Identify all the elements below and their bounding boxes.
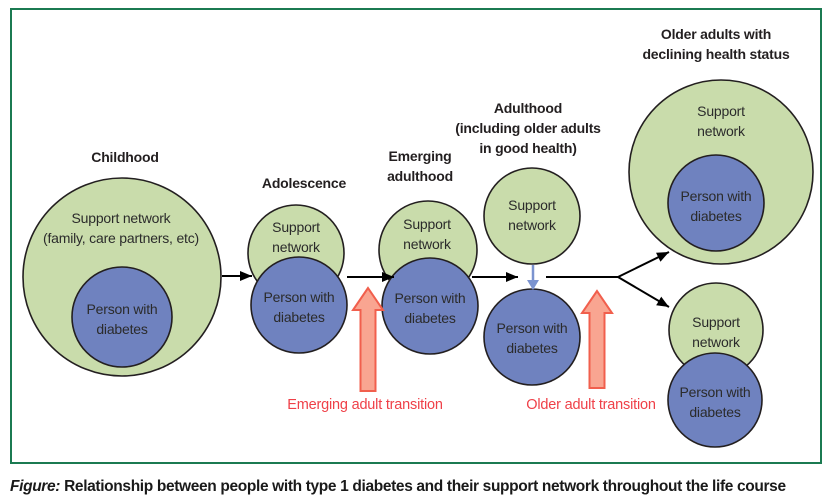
- stage-title-line: Emerging: [388, 148, 452, 164]
- caption-text: Relationship between people with type 1 …: [64, 478, 786, 495]
- support-label-line: network: [697, 123, 745, 139]
- person-label-line: diabetes: [96, 321, 148, 337]
- person-label-line: Person with: [86, 301, 158, 317]
- stage-title-adolescence: Adolescence: [262, 173, 346, 193]
- support-label-line: Support: [508, 197, 556, 213]
- adolescence-person-label: Person with diabetes: [264, 287, 335, 327]
- person-label-line: diabetes: [506, 340, 558, 356]
- figure-frame: [10, 8, 822, 464]
- adolescence-person-circle: [250, 256, 348, 354]
- older-adult-transition-label: Older adult transition: [526, 397, 656, 413]
- support-label-line: network: [403, 236, 451, 252]
- person-label-line: Person with: [394, 290, 466, 306]
- support-label-line: Support network: [71, 210, 171, 226]
- support-label-line: Support: [692, 314, 740, 330]
- person-label-line: diabetes: [273, 309, 325, 325]
- stage-title-adulthood: Adulthood (including older adults in goo…: [455, 98, 601, 158]
- support-label-line: Support: [697, 103, 745, 119]
- person-label-line: diabetes: [689, 404, 741, 420]
- person-label-line: diabetes: [404, 310, 456, 326]
- adulthood-support-label: Support network: [508, 195, 556, 235]
- caption-prefix: Figure:: [10, 478, 61, 495]
- stage-title-line: Older adults with: [660, 26, 772, 42]
- older-adults-b-person-circle: [667, 352, 763, 448]
- support-label-line: network: [692, 334, 740, 350]
- support-label-line: network: [508, 217, 556, 233]
- older-adults-b-support-label: Support network: [692, 312, 740, 352]
- stage-title-line: adulthood: [387, 168, 453, 184]
- support-label-line: Support: [403, 216, 451, 232]
- stage-title-line: declining health status: [642, 46, 790, 62]
- adulthood-person-label: Person with diabetes: [497, 318, 568, 358]
- person-label-line: diabetes: [690, 208, 742, 224]
- flow-arrow-fork-good-health: [617, 276, 670, 308]
- emerging-adulthood-person-label: Person with diabetes: [395, 288, 466, 328]
- flow-arrow-fork-declining-health: [617, 251, 670, 278]
- stage-title-older-adults: Older adults with declining health statu…: [642, 24, 789, 64]
- support-label-line: network: [272, 239, 320, 255]
- adulthood-support-circle: [483, 167, 581, 265]
- person-label-line: Person with: [496, 320, 568, 336]
- stage-title-line: Adulthood: [493, 100, 563, 116]
- emerging-adulthood-support-label: Support network: [403, 214, 451, 254]
- person-label-line: Person with: [680, 188, 752, 204]
- person-label-line: Person with: [679, 384, 751, 400]
- childhood-person-circle: [71, 266, 173, 368]
- older-adults-b-person-label: Person with diabetes: [680, 382, 751, 422]
- support-label-line: Support: [272, 219, 320, 235]
- emerging-adult-transition-arrow: [351, 286, 385, 392]
- stage-title-line: (including older adults: [455, 120, 601, 136]
- childhood-person-label: Person with diabetes: [87, 299, 158, 339]
- older-adult-transition-arrow: [580, 289, 614, 389]
- emerging-adult-transition-label: Emerging adult transition: [287, 397, 443, 413]
- support-label-line: (family, care partners, etc): [43, 230, 199, 246]
- older-adults-a-person-label: Person with diabetes: [681, 186, 752, 226]
- stage-title-emerging-adulthood: Emerging adulthood: [387, 146, 453, 186]
- older-adults-a-person-circle: [667, 154, 765, 252]
- adolescence-support-label: Support network: [272, 217, 320, 257]
- childhood-support-label: Support network (family, care partners, …: [43, 208, 199, 248]
- stage-title-line: Childhood: [91, 149, 159, 165]
- emerging-adulthood-person-circle: [381, 257, 479, 355]
- stage-title-childhood: Childhood: [91, 147, 159, 167]
- stage-title-line: Adolescence: [261, 175, 347, 191]
- person-label-line: Person with: [263, 289, 335, 305]
- stage-title-line: in good health): [479, 140, 577, 156]
- figure-caption: Figure:Relationship between people with …: [10, 478, 830, 496]
- older-adults-a-support-label: Support network: [697, 101, 745, 141]
